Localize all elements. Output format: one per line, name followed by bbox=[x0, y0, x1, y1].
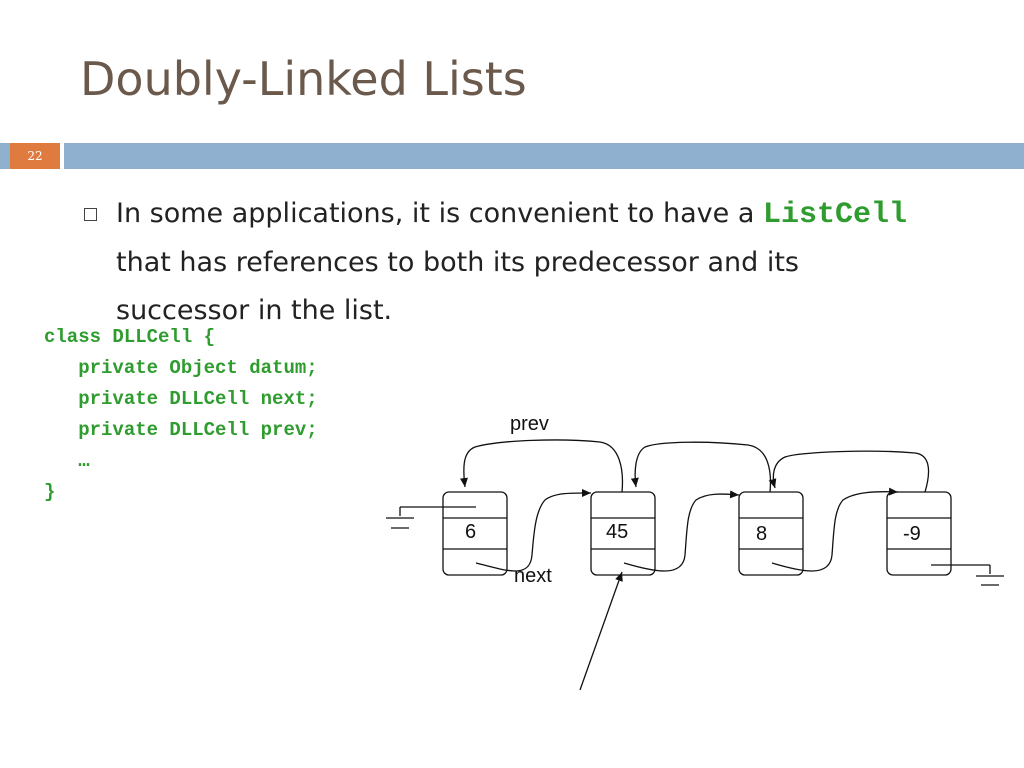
null-ground-icon bbox=[931, 564, 1004, 586]
list-cell: 8 bbox=[738, 491, 804, 576]
bullet-text: In some applications, it is convenient t… bbox=[116, 190, 916, 335]
prev-pointer-arrow bbox=[768, 450, 930, 493]
prev-pointer-arrow bbox=[630, 441, 772, 493]
prev-label: prev bbox=[510, 413, 549, 435]
bullet-square-icon bbox=[84, 208, 97, 221]
prev-pointer-arrow bbox=[459, 439, 624, 493]
code-line: private DLLCell prev; bbox=[44, 419, 318, 441]
null-ground-icon bbox=[386, 506, 476, 529]
header-rule-right bbox=[64, 143, 1024, 169]
cell-value: 6 bbox=[465, 521, 476, 543]
next-pointer-arrow bbox=[771, 487, 899, 572]
code-line: private DLLCell next; bbox=[44, 388, 318, 410]
code-block: class DLLCell { private Object datum; pr… bbox=[44, 322, 318, 508]
list-cell: -9 bbox=[886, 491, 952, 576]
list-cell: 45 bbox=[590, 491, 656, 576]
slide-title: Doubly-Linked Lists bbox=[80, 52, 527, 106]
cell-value: 8 bbox=[756, 523, 767, 545]
list-cell: 6 bbox=[442, 491, 508, 576]
cell-value: -9 bbox=[903, 523, 921, 545]
bullet-code-term: ListCell bbox=[762, 198, 907, 232]
bullet-text-post: that has references to both its predeces… bbox=[116, 247, 799, 326]
slide-number: 22 bbox=[10, 143, 60, 169]
code-line: private Object datum; bbox=[44, 357, 318, 379]
code-line: … bbox=[44, 450, 90, 472]
cell-value: 45 bbox=[606, 521, 628, 543]
external-reference-arrow bbox=[579, 571, 623, 691]
next-pointer-arrow bbox=[475, 488, 592, 572]
bullet-text-pre: In some applications, it is convenient t… bbox=[116, 198, 763, 229]
next-pointer-arrow bbox=[623, 490, 740, 572]
code-line: } bbox=[44, 481, 56, 503]
next-label: next bbox=[514, 565, 552, 587]
code-line: class DLLCell { bbox=[44, 326, 216, 348]
header-rule-left bbox=[0, 143, 10, 169]
